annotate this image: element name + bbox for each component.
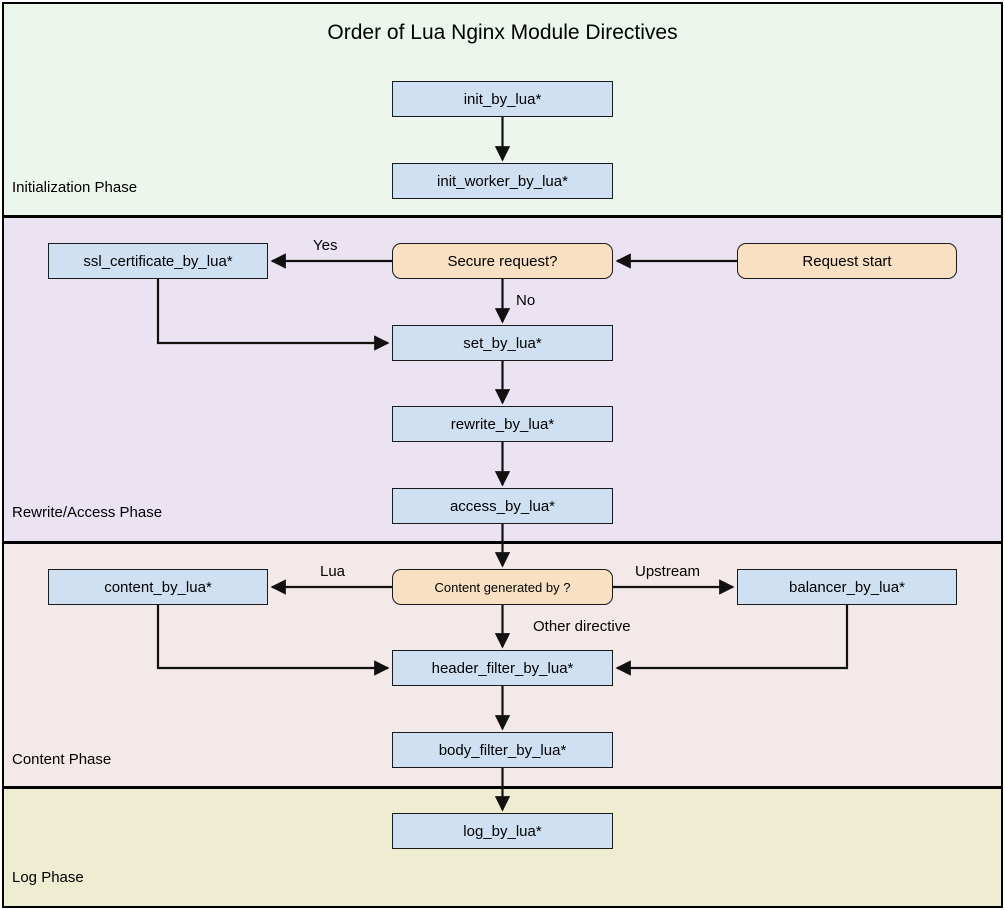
node-access-by-lua[interactable]: access_by_lua* bbox=[392, 488, 613, 524]
node-rewrite-by-lua[interactable]: rewrite_by_lua* bbox=[392, 406, 613, 442]
node-body-filter-by-lua[interactable]: body_filter_by_lua* bbox=[392, 732, 613, 768]
edge-balancer-to-header-filter bbox=[615, 605, 849, 676]
node-secure-request[interactable]: Secure request? bbox=[392, 243, 613, 279]
node-init-by-lua[interactable]: init_by_lua* bbox=[392, 81, 613, 117]
node-request-start[interactable]: Request start bbox=[737, 243, 957, 279]
edge-ssl-to-set bbox=[156, 279, 390, 351]
swimlane-label-initialization: Initialization Phase bbox=[12, 179, 138, 196]
node-header-filter-by-lua[interactable]: header_filter_by_lua* bbox=[392, 650, 613, 686]
swimlane-label-log: Log Phase bbox=[12, 869, 84, 886]
node-ssl-certificate-by-lua[interactable]: ssl_certificate_by_lua* bbox=[48, 243, 268, 279]
node-init-worker-by-lua[interactable]: init_worker_by_lua* bbox=[392, 163, 613, 199]
swimlane-label-content: Content Phase bbox=[12, 751, 112, 768]
swimlane-label-rewrite-access: Rewrite/Access Phase bbox=[12, 504, 163, 521]
node-content-generated-by[interactable]: Content generated by ? bbox=[392, 569, 613, 605]
edge-label-lua: Lua bbox=[320, 563, 346, 580]
node-set-by-lua[interactable]: set_by_lua* bbox=[392, 325, 613, 361]
edge-content-by-lua-to-header-filter bbox=[156, 605, 390, 676]
edge-label-no: No bbox=[516, 292, 536, 309]
page-title: Order of Lua Nginx Module Directives bbox=[327, 21, 678, 44]
edge-label-yes: Yes bbox=[313, 237, 338, 254]
node-content-by-lua[interactable]: content_by_lua* bbox=[48, 569, 268, 605]
node-log-by-lua[interactable]: log_by_lua* bbox=[392, 813, 613, 849]
edge-label-upstream: Upstream bbox=[635, 563, 701, 580]
node-balancer-by-lua[interactable]: balancer_by_lua* bbox=[737, 569, 957, 605]
edge-label-other-directive: Other directive bbox=[533, 618, 631, 635]
